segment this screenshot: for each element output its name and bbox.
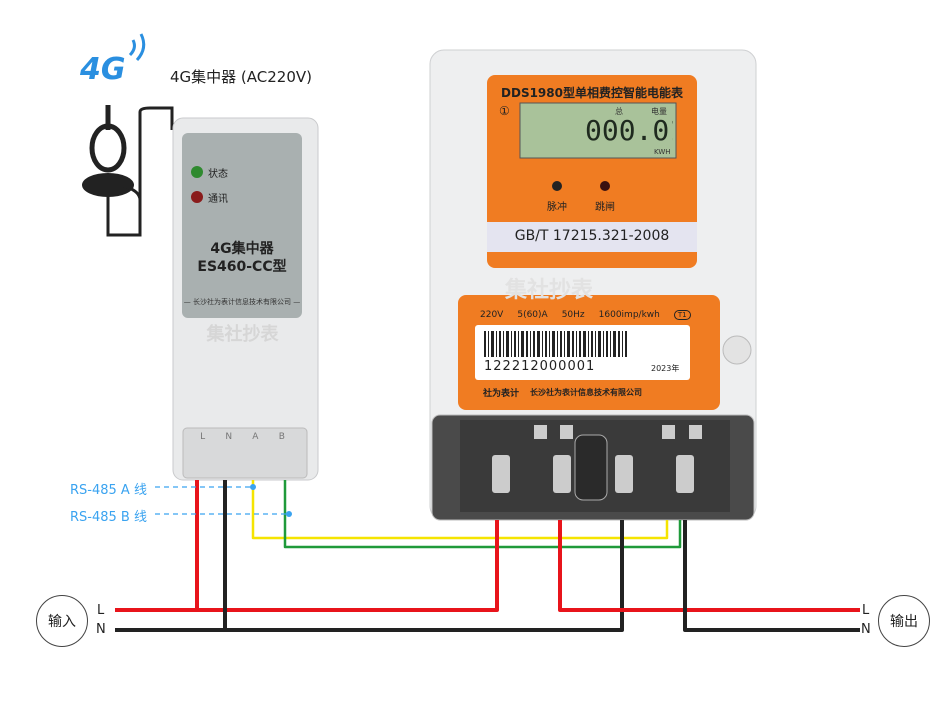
output-label: 输出 bbox=[878, 595, 930, 647]
comm-indicator-label: 通讯 bbox=[208, 194, 228, 205]
meter-phase-icon: ① bbox=[499, 104, 510, 118]
signal-waves-icon bbox=[128, 33, 146, 62]
antenna-icon bbox=[82, 105, 174, 237]
concentrator-model: ES460-CC型 bbox=[197, 259, 287, 275]
rs485-a-wire bbox=[251, 480, 669, 540]
terminal-a: A bbox=[252, 432, 259, 442]
input-n-label: N bbox=[96, 622, 106, 637]
input-neutral-wire bbox=[115, 520, 624, 632]
spec-constant: 1600imp/kwh bbox=[598, 310, 660, 320]
output-n-label: N bbox=[861, 622, 871, 637]
input-live-wire bbox=[115, 520, 499, 612]
concentrator-watermark: 集社抄表 bbox=[206, 324, 279, 345]
rs485-a-label: RS-485 A 线 bbox=[70, 483, 147, 498]
lcd-unit: KWH bbox=[654, 148, 671, 156]
output-neutral-wire bbox=[683, 520, 860, 632]
trip-led-icon bbox=[600, 181, 610, 191]
pulse-led-icon bbox=[552, 181, 562, 191]
output-l-label: L bbox=[862, 603, 870, 618]
meter-company: 长沙社为表计信息技术有限公司 bbox=[530, 388, 642, 397]
lcd-value: 000.01 bbox=[585, 114, 673, 147]
rs485-b-label: RS-485 B 线 bbox=[70, 510, 147, 525]
input-label: 输入 bbox=[36, 595, 88, 647]
meter-year: 2023年 bbox=[651, 364, 680, 373]
meter-standard: GB/T 17215.321-2008 bbox=[514, 228, 670, 244]
concentrator-name: 4G集中器 bbox=[210, 241, 274, 257]
output-live-wire bbox=[558, 520, 860, 612]
barcode bbox=[484, 331, 627, 357]
pulse-led-label: 脉冲 bbox=[547, 202, 567, 213]
terminal-b: B bbox=[278, 432, 285, 442]
lcd-energy-label: 电量 bbox=[651, 107, 667, 116]
terminal-l: L bbox=[200, 432, 206, 442]
concentrator-company: — 长沙社为表计信息技术有限公司 — bbox=[183, 298, 301, 306]
lcd-total-label: 总 bbox=[615, 107, 623, 116]
meter-brand: 社为表计 bbox=[483, 389, 520, 399]
energy-meter bbox=[429, 49, 757, 521]
comm-led-icon bbox=[191, 191, 203, 203]
spec-current: 5(60)A bbox=[517, 310, 548, 320]
spec-badge: T1 bbox=[673, 310, 691, 320]
meter-watermark: 集社抄表 bbox=[505, 278, 594, 303]
spec-voltage: 220V bbox=[480, 310, 504, 320]
meter-title: DDS1980型单相费控智能电能表 bbox=[501, 86, 683, 100]
barcode-number: 122212000001 bbox=[484, 359, 596, 374]
status-led-icon bbox=[191, 166, 203, 178]
terminal-screws bbox=[492, 425, 702, 493]
input-l-label: L bbox=[97, 603, 105, 618]
antenna-4g-label: 4G bbox=[80, 52, 126, 87]
status-indicator-label: 状态 bbox=[208, 169, 228, 180]
concentrator-caption: 4G集中器 (AC220V) bbox=[170, 68, 313, 86]
concentrator-device bbox=[172, 117, 319, 481]
trip-led-label: 跳闸 bbox=[595, 202, 615, 213]
terminal-n: N bbox=[225, 432, 233, 442]
spec-frequency: 50Hz bbox=[561, 310, 585, 320]
